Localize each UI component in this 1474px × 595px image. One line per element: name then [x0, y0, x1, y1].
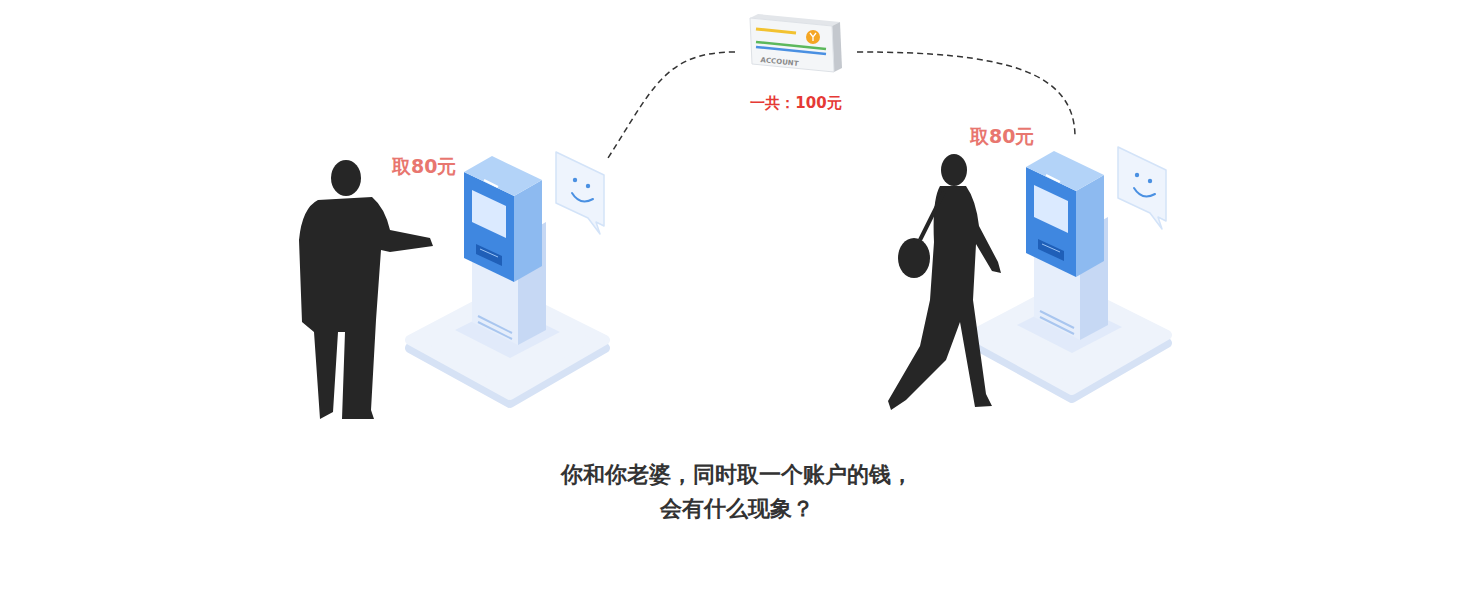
woman-silhouette [888, 154, 1001, 410]
card-text: ACCOUNT [760, 56, 799, 68]
amount-label: 一共：100元 [735, 94, 857, 113]
atm-left [410, 152, 605, 403]
atm-machine: 取80元 [970, 122, 1075, 152]
dashed-connector [608, 52, 735, 158]
account-card [750, 14, 842, 72]
account-card: ACCOUNT 一共：100元 [735, 8, 857, 120]
dashed-connector [857, 52, 1075, 137]
caption: 你和你老婆，同时取一个账户的钱， 会有什么现象？ [554, 458, 919, 526]
amount-label: 取80元 [392, 154, 456, 180]
amount-label: 取80元 [970, 124, 1034, 150]
man-silhouette [299, 160, 433, 419]
atm-machine: 取80元 [392, 152, 608, 182]
caption-box: 你和你老婆，同时取一个账户的钱， 会有什么现象？ [0, 458, 1474, 526]
atm-right [972, 147, 1167, 398]
